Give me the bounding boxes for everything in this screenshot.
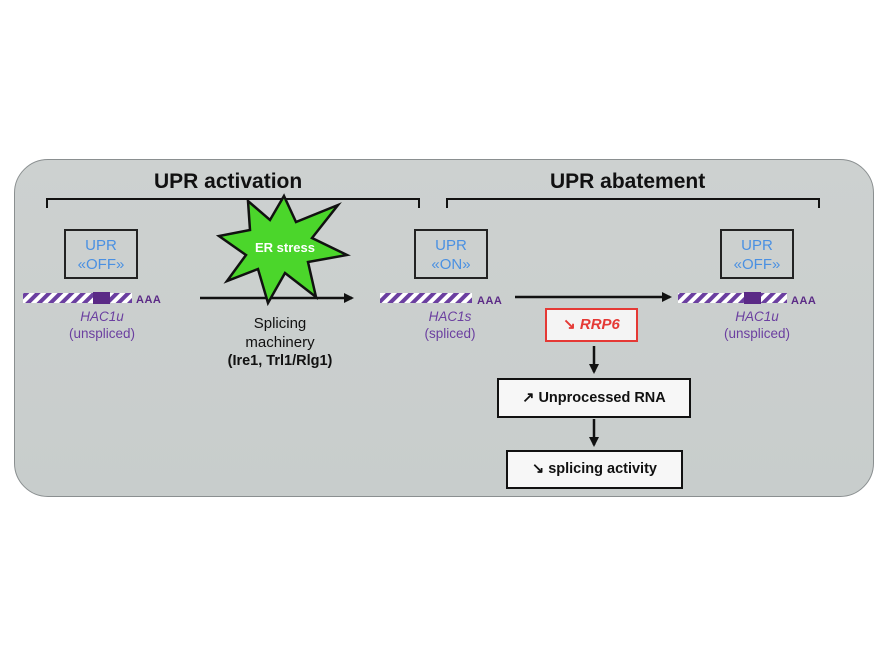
splicing-factors: (Ire1, Trl1/Rlg1) [227,353,333,369]
polya-tail-left: AAA [136,294,162,306]
splicing-machinery-label-line1: Splicing [253,315,307,332]
state-value: «ON» [431,256,471,273]
upr-off-state-left: UPR «OFF» [64,229,138,279]
upr-off-state-right: UPR «OFF» [720,229,794,279]
splicing-activity-label: splicing activity [548,461,657,477]
er-stress-star-icon [215,193,351,307]
hac1u-name-left: HAC1u [80,309,124,324]
hac1u-mrna-left [23,292,132,304]
unprocessed-rna-box: ↗ Unprocessed RNA [497,378,691,418]
hac1u-status-right: (unspliced) [723,326,791,341]
intron-block [93,292,110,304]
state-value: «OFF» [733,256,781,273]
hac1u-name-right: HAC1u [735,309,779,324]
hac1s-status: (spliced) [424,326,476,341]
diagram-panel [14,159,874,497]
hac1s-name: HAC1s [428,309,472,324]
hac1u-mrna-right [678,292,787,304]
state-label: UPR [435,237,467,254]
upr-on-state: UPR «ON» [414,229,488,279]
splicing-activity-box: ↘ splicing activity [506,450,683,489]
increase-arrow-icon: ↗ [522,390,535,406]
rrp6-box: ↘ RRP6 [545,308,638,342]
phase-title-activation: UPR activation [154,170,303,193]
rrp6-label: RRP6 [579,316,620,333]
bracket-activation [46,198,420,208]
state-value: «OFF» [77,256,125,273]
unprocessed-rna-label: Unprocessed RNA [538,390,666,406]
state-label: UPR [85,237,117,254]
state-label: UPR [741,237,773,254]
hac1s-mrna [380,293,472,303]
polya-tail-middle: AAA [477,295,503,307]
decrease-arrow-icon: ↘ [532,461,545,477]
intron-block [744,292,761,304]
polya-tail-right: AAA [791,295,817,307]
splicing-machinery-label-line2: machinery [245,334,315,351]
bracket-abatement [446,198,820,208]
phase-title-abatement: UPR abatement [550,170,706,193]
er-stress-label: ER stress [255,240,315,255]
hac1u-status-left: (unspliced) [68,326,136,341]
decrease-arrow-icon: ↘ [563,316,576,333]
